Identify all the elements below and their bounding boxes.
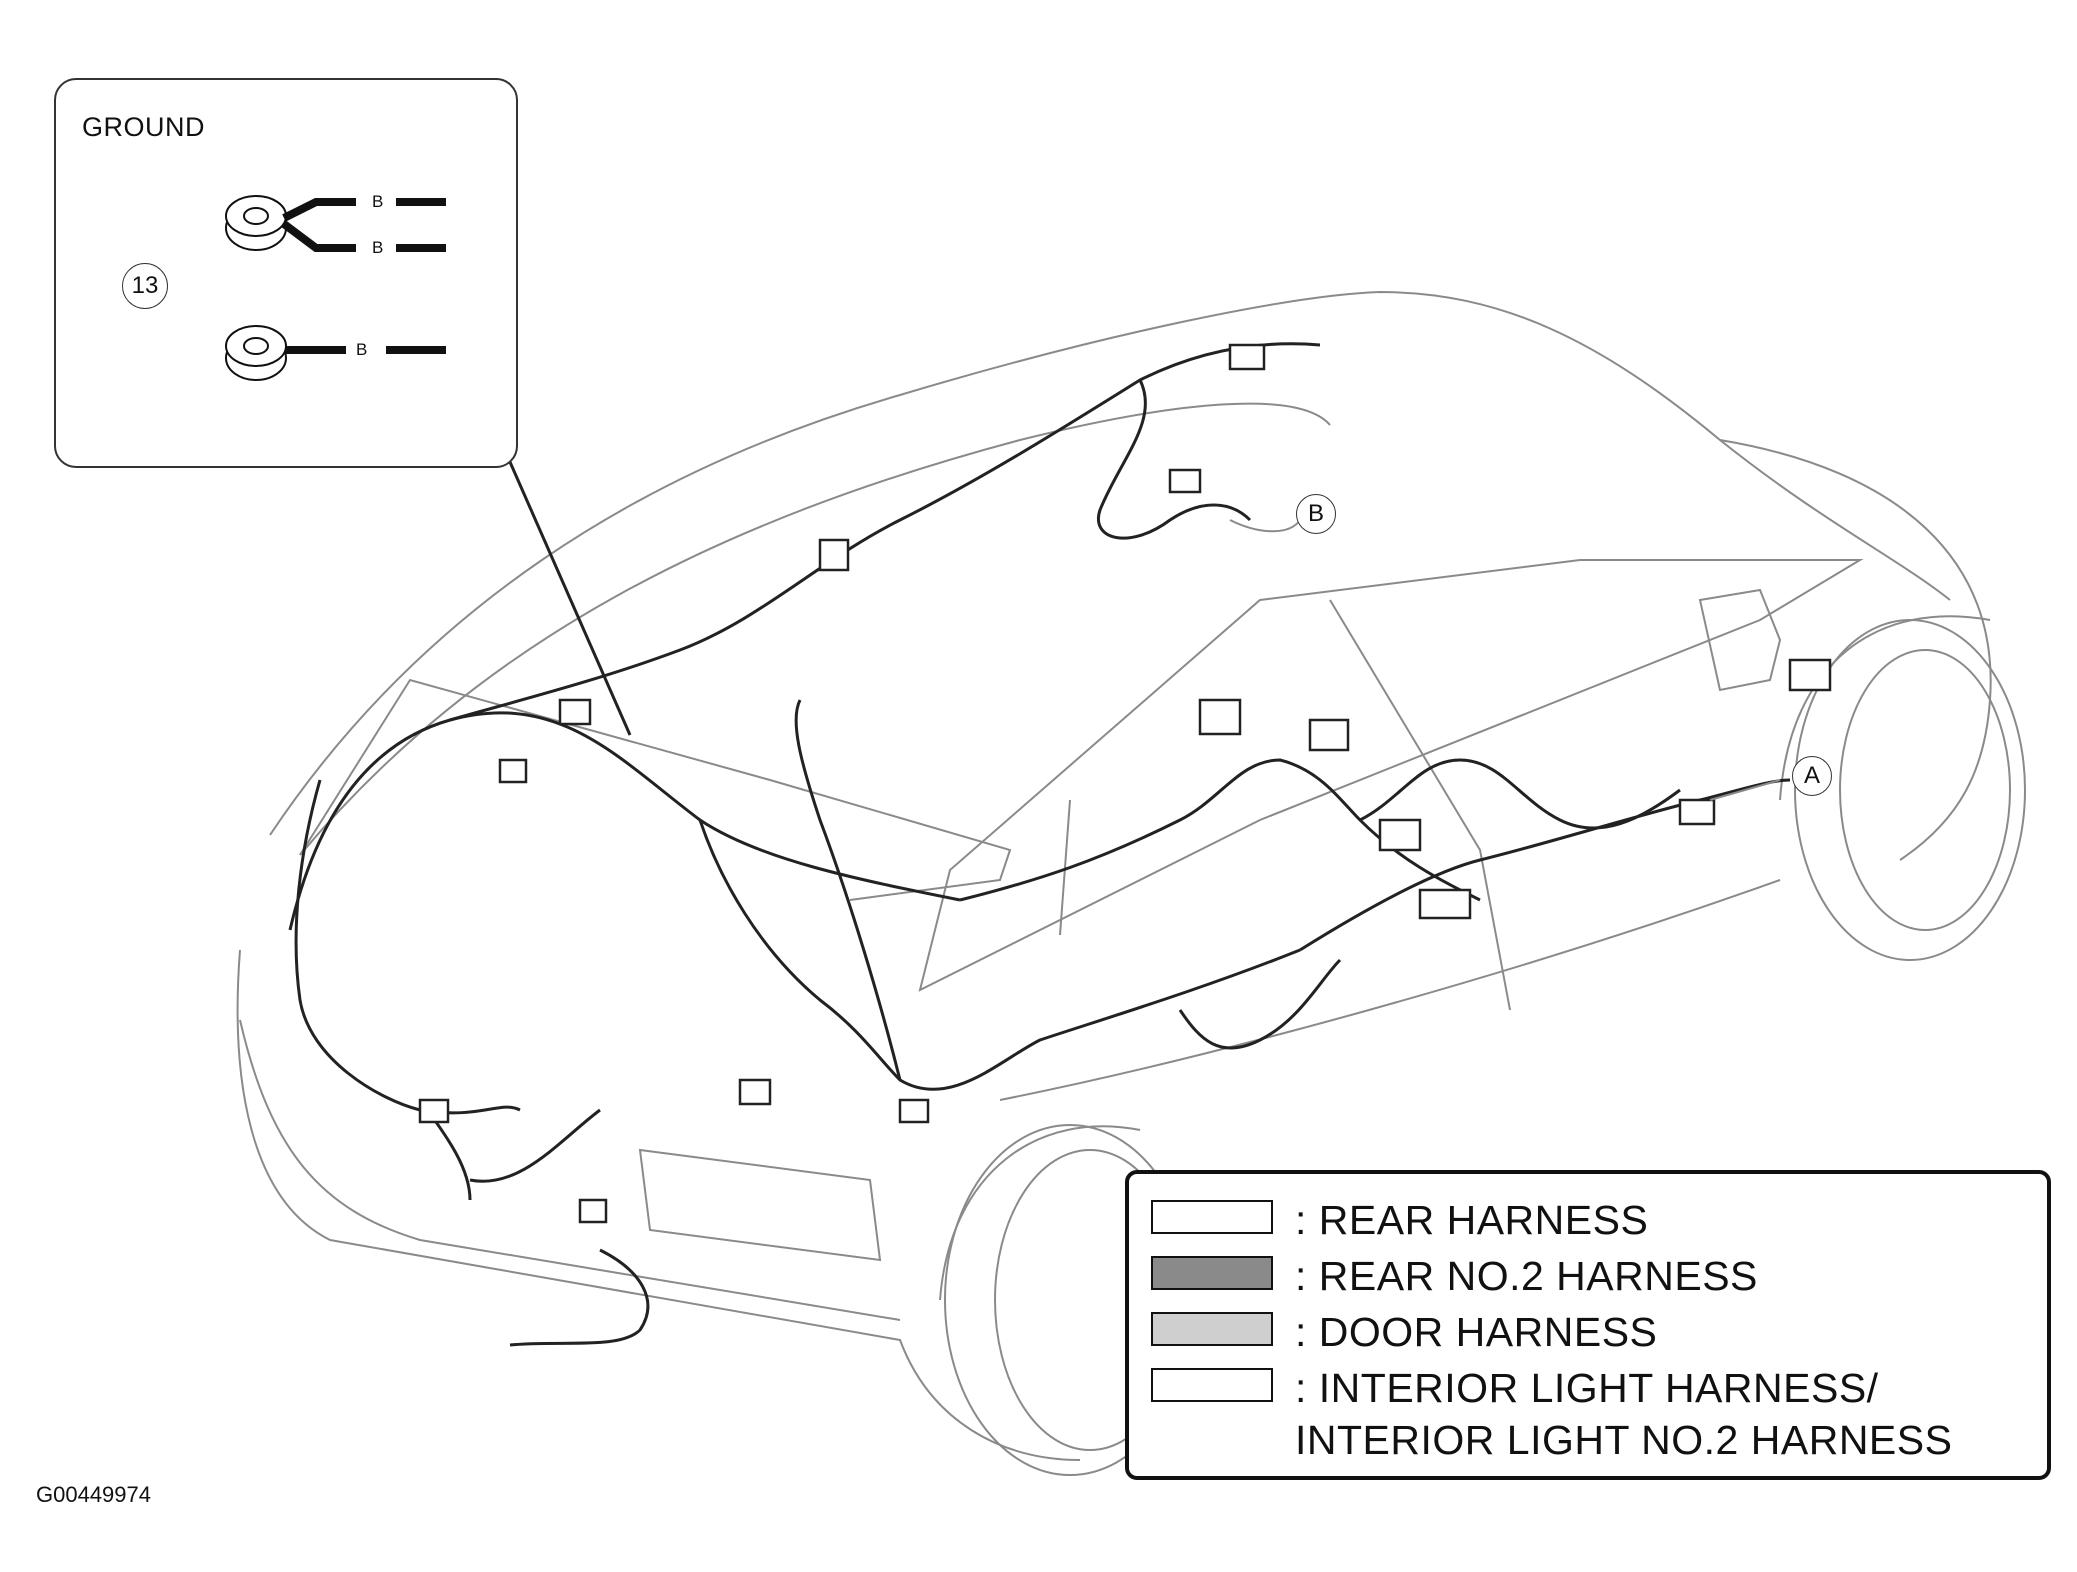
b-pillar	[1059, 599, 1511, 1011]
location-marker-a: A	[1792, 756, 1832, 796]
car-rocker	[999, 879, 1781, 1101]
harness-left-vertical	[294, 779, 521, 1115]
harness-lower-door	[1178, 958, 1342, 1050]
side-window-outline	[918, 559, 1864, 992]
connector-center-2	[1308, 718, 1350, 752]
legend-label: : DOOR HARNESS	[1295, 1309, 1658, 1355]
legend-item: : REAR HARNESS	[1151, 1194, 1648, 1246]
connector-roof-1	[1228, 343, 1266, 371]
legend-item: : REAR NO.2 HARNESS	[1151, 1250, 1758, 1302]
harness-pillar-up	[794, 699, 902, 1081]
callout-title: GROUND	[82, 112, 205, 142]
connector-roof-3	[818, 538, 850, 572]
connector-rear-1	[418, 1098, 450, 1124]
connector-roof-2	[1168, 468, 1202, 494]
connector-front-1	[1788, 658, 1832, 692]
car-front-body	[1719, 439, 1992, 861]
harness-rear-main	[288, 711, 961, 931]
front-wheel-inner	[1839, 649, 2011, 931]
rear-bumper	[239, 1019, 901, 1321]
marker-b-leader	[1229, 519, 1301, 533]
legend-item: : INTERIOR LIGHT HARNESS/ INTERIOR LIGHT…	[1151, 1362, 1952, 1466]
harness-bumper-low	[509, 1248, 650, 1347]
connector-door-1	[1418, 888, 1472, 920]
ground-number-badge: 13	[122, 263, 168, 309]
connector-left-2	[498, 758, 528, 784]
harness-side-sill	[1299, 778, 1791, 952]
ground-terminal-double	[225, 195, 446, 252]
legend-swatch-rear-no2	[1151, 1256, 1273, 1290]
harness-center-long	[698, 819, 1301, 1091]
wire-color-label: B	[372, 238, 384, 257]
connector-left-1	[558, 698, 592, 726]
car-lower-body	[236, 949, 1081, 1461]
connector-center-1	[1198, 698, 1242, 736]
wire-color-label: B	[356, 340, 368, 359]
ground-callout-box: GROUND 13 B B B	[54, 78, 518, 468]
rear-wheel-arch	[939, 1125, 1141, 1301]
legend-label-line2: INTERIOR LIGHT NO.2 HARNESS	[1295, 1417, 1953, 1463]
legend-swatch-rear	[1151, 1200, 1273, 1234]
legend-swatch-interior-light	[1151, 1368, 1273, 1402]
location-marker-b: B	[1296, 494, 1336, 534]
connector-rear-2	[738, 1078, 772, 1106]
marker-a-leader	[1709, 779, 1781, 801]
legend-swatch-door	[1151, 1312, 1273, 1346]
ground-leader-line	[508, 461, 632, 736]
side-mirror	[1698, 588, 1782, 692]
figure-id: G00449974	[36, 1482, 151, 1507]
ground-terminal-single	[225, 325, 446, 381]
legend-label: : REAR NO.2 HARNESS	[1295, 1253, 1758, 1299]
wire-color-label: B	[372, 192, 384, 211]
harness-door-loop	[1359, 758, 1681, 830]
connector-low-2	[898, 1098, 930, 1124]
connector-center-3	[1378, 818, 1422, 852]
front-wheel-arch	[1779, 615, 1991, 801]
connector-door-2	[1678, 798, 1716, 826]
rear-hatch-outline	[299, 678, 1012, 901]
harness-mid-window	[959, 758, 1481, 902]
connector-low-1	[578, 1198, 608, 1224]
harness-roof-loop	[1097, 379, 1252, 540]
legend-label: : REAR HARNESS	[1295, 1197, 1649, 1243]
harness-legend: : REAR HARNESS : REAR NO.2 HARNESS : DOO…	[1125, 1170, 2051, 1480]
legend-label: : INTERIOR LIGHT HARNESS/	[1295, 1365, 1879, 1411]
license-plate-recess	[638, 1148, 882, 1262]
legend-item: : DOOR HARNESS	[1151, 1306, 1657, 1358]
car-roof-outline	[269, 290, 1951, 836]
car-rear-roof-edge	[299, 402, 1331, 856]
ground-terminals-drawing	[225, 195, 446, 381]
legend-label-group: : INTERIOR LIGHT HARNESS/ INTERIOR LIGHT…	[1273, 1362, 1952, 1466]
